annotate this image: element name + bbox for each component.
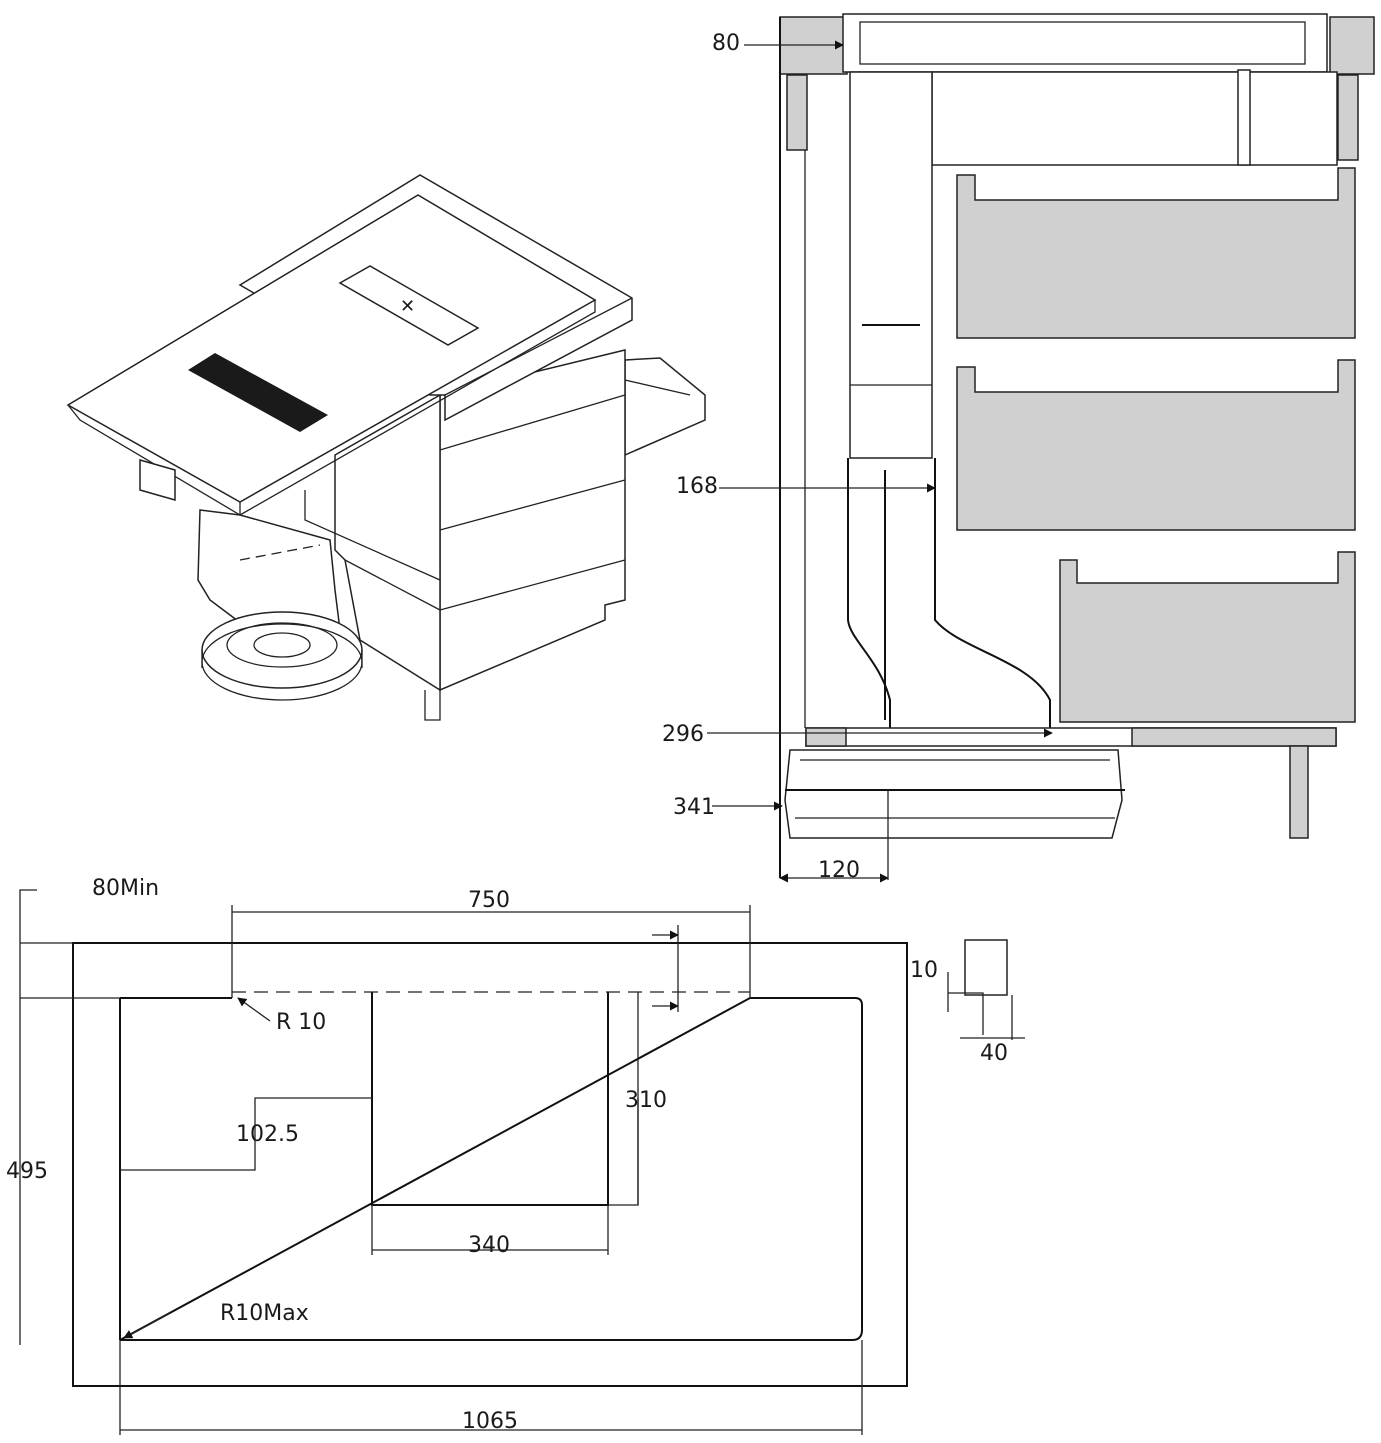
isometric-hob-cabinet: ✕ [66,174,706,721]
worktop-outline [72,942,908,1387]
dim-front-min: 80Min [92,876,159,901]
cutout-dimensions: 80Min 750 R 10 10 40 102.5 310 495 340 R… [6,876,1025,1435]
drawer-3 [1059,551,1356,723]
control-panel [188,353,328,432]
duct-opening [371,992,609,1206]
dim-cut-width: 750 [468,888,510,913]
dim-step-w: 40 [980,1041,1008,1066]
dim-corner-max: R10Max [220,1301,309,1326]
motor-section [784,749,1123,839]
dim-duct-depth: 310 [625,1088,667,1113]
vertical-duct [849,71,933,459]
svg-text:✕: ✕ [400,296,415,317]
dim-duct-width: 340 [468,1233,510,1258]
dim-width: 1065 [462,1409,518,1434]
dim-top: 80 [712,31,740,56]
section-view [779,13,1375,878]
hob-body [842,13,1328,73]
dim-duct: 168 [676,474,718,499]
step-detail [964,939,1008,996]
dim-offset-1025: 102.5 [236,1122,299,1147]
dim-offset: 120 [818,858,860,883]
drawer-1 [956,167,1356,339]
cutout-plan [72,942,908,1387]
extractor-vent [338,265,480,346]
dim-corner: R 10 [276,1010,326,1035]
dim-depth-a: 296 [662,722,704,747]
drawer-2 [956,359,1356,531]
cutout-outline [119,997,863,1341]
dim-depth-b: 341 [673,795,715,820]
dim-step-h: 10 [910,958,938,983]
dim-depth: 495 [6,1159,48,1184]
section-dimensions: 80 168 296 341 120 [662,31,1053,883]
